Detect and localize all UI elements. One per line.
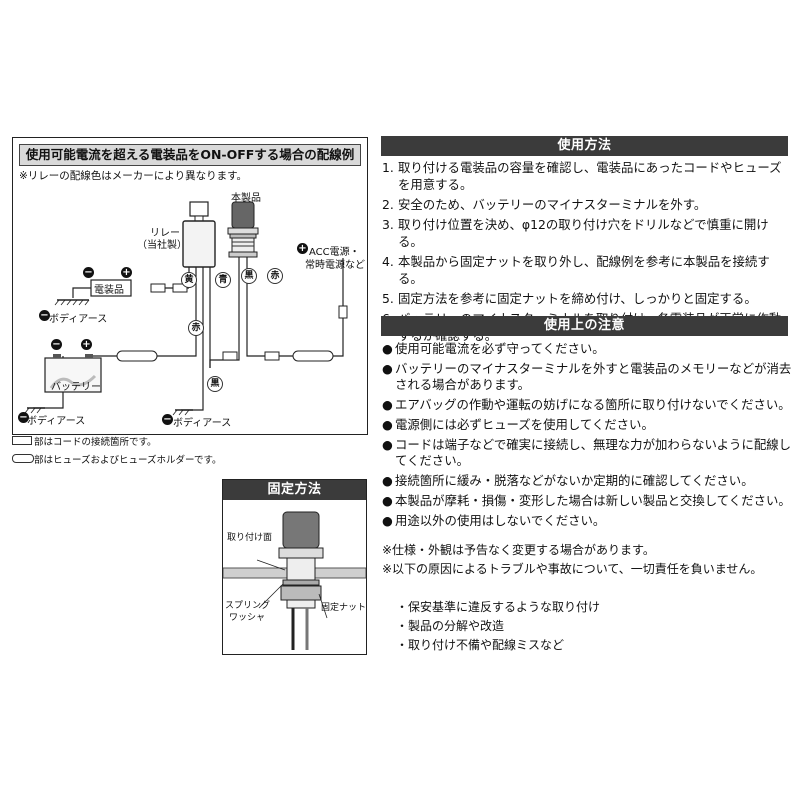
constant-power-label: 常時電源など: [305, 260, 365, 271]
body-earth-label-device: ボディアース: [49, 314, 108, 325]
cause-item-2: ・製品の分解や改造: [396, 619, 505, 633]
battery-minus-symbol: −: [51, 339, 62, 350]
ground-symbols: [27, 299, 193, 411]
usage-item-4: 4.本製品から固定ナットを取り外し、配線例を参考に本製品を接続する。: [382, 254, 770, 286]
acc-power-label: ACC電源・: [309, 247, 360, 258]
product-switch-illustration: [227, 201, 259, 258]
legend-connector-text: 部はコードの接続箇所です。: [34, 437, 157, 448]
device-label: 電装品: [94, 285, 124, 296]
device-plus-symbol: +: [121, 267, 132, 278]
battery-illustration: [44, 354, 102, 393]
wire-color-blue: 青: [215, 272, 231, 288]
fixing-nut-label: 固定ナット: [321, 603, 367, 613]
wire-color-black-product: 黒: [241, 268, 257, 284]
fuse-holders: [116, 305, 348, 362]
fixing-diagram: [223, 511, 366, 650]
caution-item-2: ●バッテリーのマイナスターミナルを外すと電装品のメモリーなどが消去される場合があ…: [382, 361, 792, 392]
cause-item-1: ・保安基準に違反するような取り付け: [396, 600, 601, 614]
caution-item-4: ●電源側には必ずヒューズを使用してください。: [382, 417, 654, 432]
usage-title: 使用方法: [381, 136, 788, 156]
caution-item-5: ●コードは端子などで確実に接続し、無理な力が加わらないように配線してください。: [382, 437, 792, 468]
usage-item-3: 3.取り付け位置を決め、φ12の取り付け穴をドリルなどで慎重に開ける。: [382, 217, 769, 249]
caution-item-6: ●接続箇所に緩み・脱落などがないか定期的に確認してください。: [382, 473, 754, 488]
cause-item-3: ・取り付け不備や配線ミスなど: [396, 638, 565, 652]
spec-change-note: ※仕様・外観は予告なく変更する場合があります。: [382, 543, 655, 557]
legend-fuse-swatch: [12, 454, 34, 463]
relay-label: リレー: [150, 228, 180, 239]
spring-washer-label-2: ワッシャ: [229, 613, 266, 623]
relay-earth-minus-symbol: −: [162, 414, 173, 425]
wire-color-black-relay: 黒: [207, 376, 223, 392]
product-label: 本製品: [231, 193, 261, 204]
battery-plus-symbol: +: [81, 339, 92, 350]
usage-item-1: 1.取り付ける電装品の容量を確認し、電装品にあったコードやヒューズを用意する。: [382, 160, 782, 192]
relay-color-note: ※リレーの配線色はメーカーにより異なります。: [19, 170, 248, 182]
legend-fuse-text: 部はヒューズおよびヒューズホルダーです。: [34, 455, 222, 466]
battery-label: バッテリー: [51, 382, 101, 393]
caution-item-8: ●用途以外の使用はしないでください。: [382, 513, 606, 528]
fixing-method-panel: 固定方法 取り付け面 スプリング ワッシャ 固定ナット: [222, 479, 367, 655]
usage-list: 1.取り付ける電装品の容量を確認し、電装品にあったコードやヒューズを用意する。 …: [382, 159, 792, 347]
usage-item-2: 2.安全のため、バッテリーのマイナスターミナルを外す。: [382, 197, 707, 212]
fixing-title: 固定方法: [223, 480, 366, 500]
spring-washer-label: スプリング: [225, 601, 271, 611]
wire-color-yellow: 黄: [181, 272, 197, 288]
body-earth-label-relay: ボディアース: [173, 418, 232, 429]
wiring-title: 使用可能電流を超える電装品をON-OFFする場合の配線例: [19, 144, 361, 166]
wiring-example-panel: 使用可能電流を超える電装品をON-OFFする場合の配線例 ※リレーの配線色はメー…: [12, 137, 368, 435]
connectors: [150, 283, 280, 361]
relay-maker-label: （当社製）: [137, 240, 187, 251]
wire-color-red-relay: 赤: [188, 320, 204, 336]
wire-color-red-product: 赤: [267, 268, 283, 284]
mounting-surface-label: 取り付け面: [227, 533, 273, 543]
acc-plus-symbol: +: [297, 243, 308, 254]
device-minus-symbol: −: [83, 267, 94, 278]
caution-item-3: ●エアバッグの作動や運転の妨げになる箇所に取り付けないでください。: [382, 397, 791, 412]
liability-note: ※以下の原因によるトラブルや事故について、一切責任を負いません。: [382, 562, 763, 576]
usage-item-5: 5.固定方法を参考に固定ナットを締め付け、しっかりと固定する。: [382, 291, 757, 306]
caution-list: ●使用可能電流を必ず守ってください。 ●バッテリーのマイナスターミナルを外すと電…: [382, 341, 792, 533]
caution-title: 使用上の注意: [381, 316, 788, 336]
device-earth-minus-symbol: −: [39, 310, 50, 321]
battery-earth-minus-symbol: −: [18, 412, 29, 423]
body-earth-label-battery: ボディアース: [27, 416, 86, 427]
caution-item-7: ●本製品が摩耗・損傷・変形した場合は新しい製品と交換してください。: [382, 493, 791, 508]
device-box: [90, 279, 132, 297]
caution-item-1: ●使用可能電流を必ず守ってください。: [382, 341, 605, 356]
relay-illustration: [182, 201, 216, 268]
legend-connector-swatch: [12, 436, 32, 445]
wiring-diagram: [24, 201, 348, 416]
